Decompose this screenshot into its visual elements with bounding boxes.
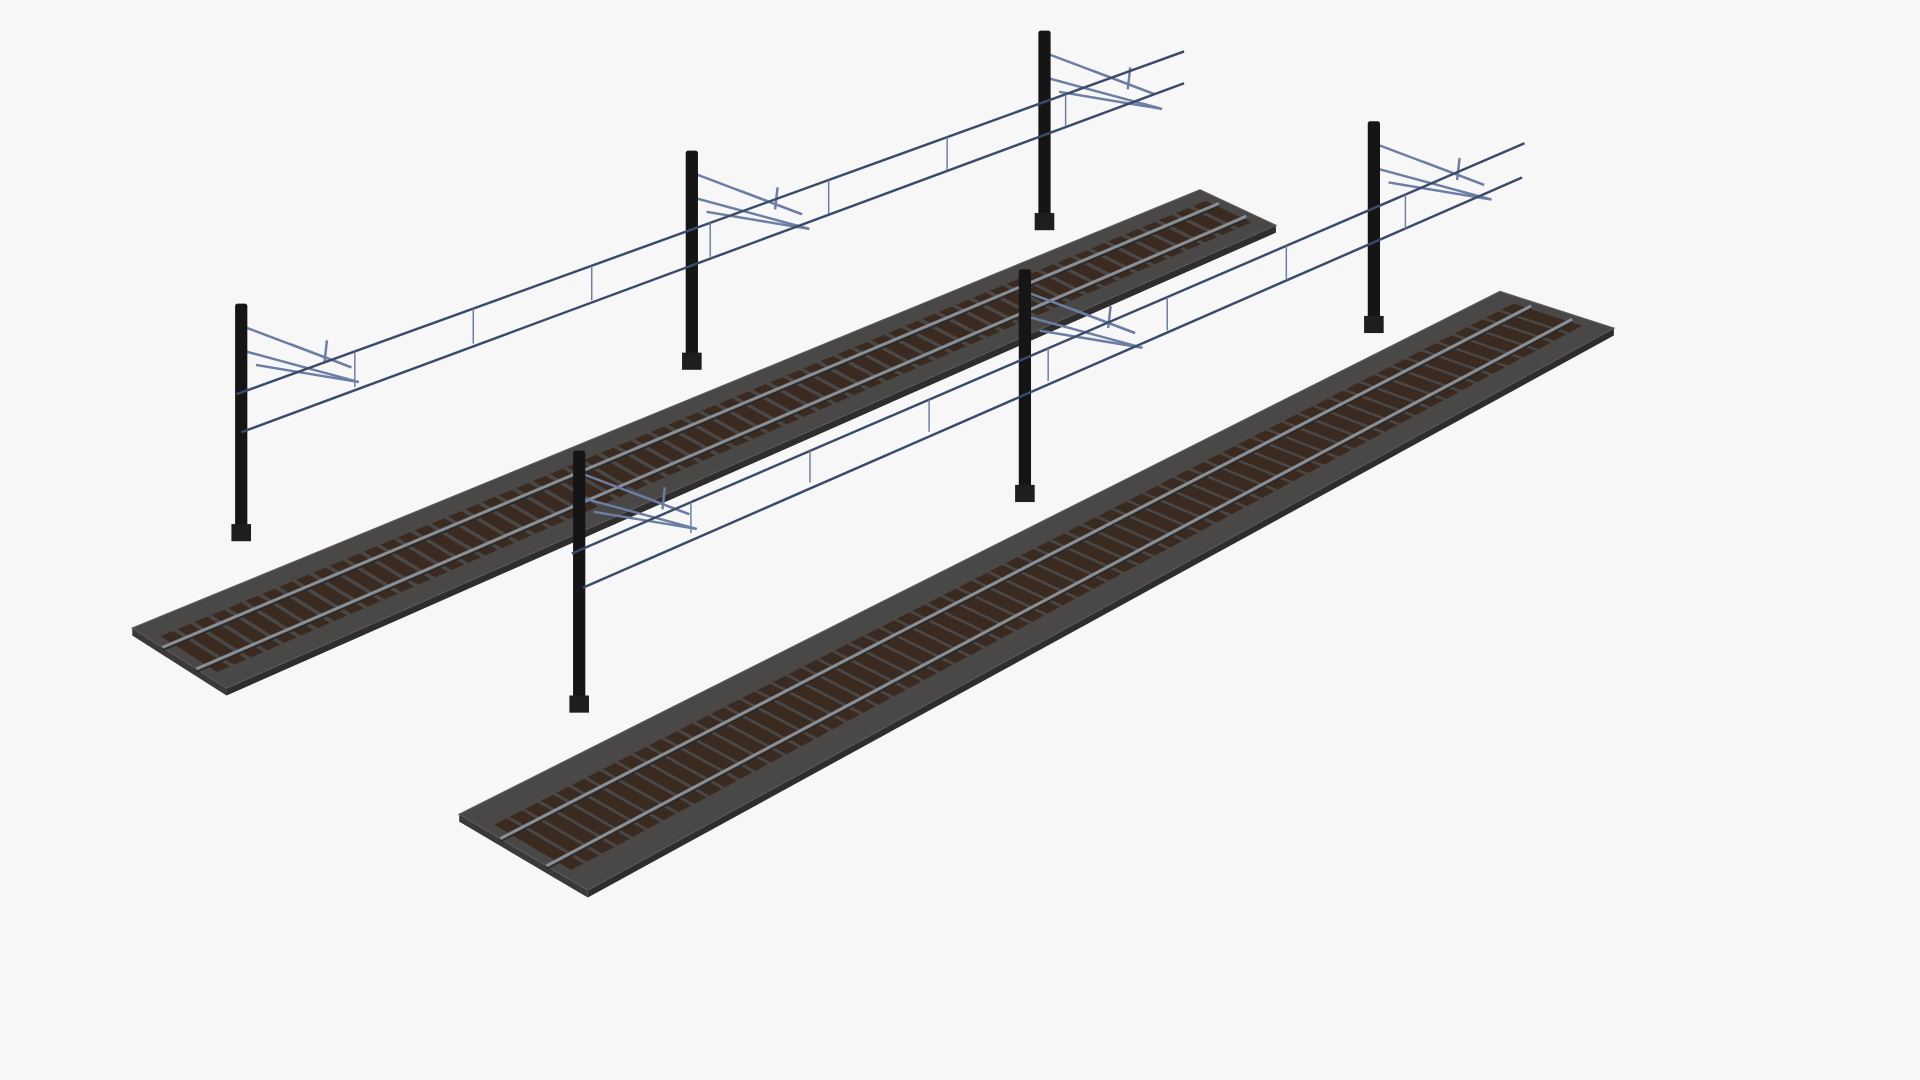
rail-shadow [499,306,1533,843]
cantilever-bracket [627,489,690,516]
pole-mast [573,450,586,711]
catenary-pole [1015,269,1143,503]
rail-shadow [545,319,1574,870]
ballast-end [459,814,588,898]
pole-base [1364,315,1384,334]
rail [195,214,1247,671]
cantilever-bracket [255,363,359,384]
rail [161,201,1220,649]
pole-base [682,352,702,370]
cantilever-bracket [1058,90,1163,111]
rail [499,304,1532,840]
ballast-side [587,328,1614,898]
rail-shadow [161,203,1220,651]
cantilever-bracket [1455,157,1461,181]
cantilever-bracket [1044,75,1163,111]
track [130,189,1278,696]
track [457,290,1616,898]
cantilever-bracket [661,487,667,510]
pole-mast [1018,269,1032,500]
cantilever-bracket [1106,305,1112,329]
pole-mast [1038,30,1051,228]
cantilever-bracket [691,195,810,231]
pole-base [1015,484,1035,503]
cantilever-bracket [740,189,803,216]
overhead-wire [240,82,1185,434]
catenary-pole [1364,121,1492,334]
tracks [130,189,1616,898]
rail [545,317,1574,868]
pole-base [569,695,589,713]
cantilever-bracket [1388,181,1492,201]
overhead-wire [582,176,1523,589]
pole-base [231,524,252,542]
cantilever-bracket [706,210,810,231]
pole-base [1034,213,1055,231]
cantilever-bracket [578,495,698,531]
catenary-pole [1034,30,1163,231]
cantilever-bracket [593,510,697,531]
pole-mast [685,150,698,368]
pole-mast [1367,121,1380,331]
catenary-line [231,30,1185,542]
ballast-side [226,225,1276,696]
cantilever-bracket [289,342,352,369]
cantilever-bracket [1039,329,1143,349]
cantilever-bracket [1073,308,1136,335]
cantilever-bracket [240,349,360,384]
catenary-pole [231,303,360,542]
cantilever-bracket [323,340,329,363]
catenary [231,30,1525,713]
catenary-pole [569,450,698,713]
ballast-end [132,628,227,696]
rail-shadow [195,216,1248,673]
catenary-line [569,121,1525,713]
catenary-pole [682,150,810,370]
cantilever-bracket [1093,69,1156,96]
pole-mast [235,303,248,539]
